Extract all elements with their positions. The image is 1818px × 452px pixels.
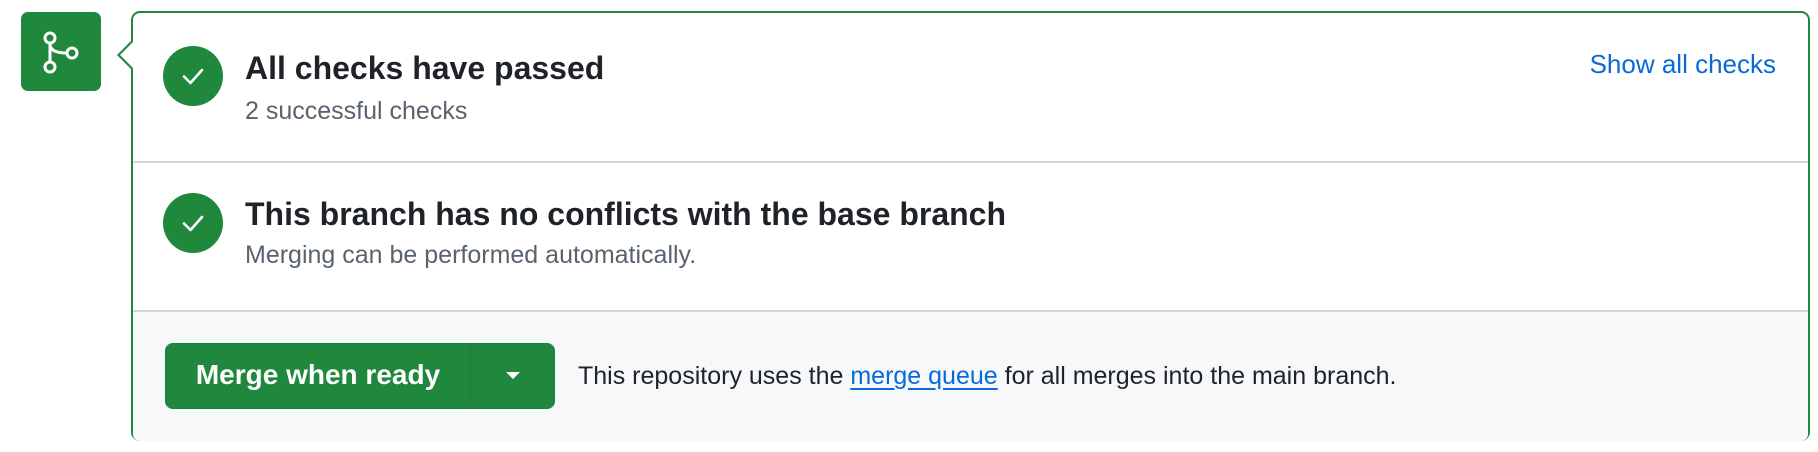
merge-when-ready-button[interactable]: Merge when ready — [166, 344, 470, 406]
merge-options-dropdown-button[interactable] — [470, 344, 554, 406]
merge-queue-info: This repository uses the merge queue for… — [578, 362, 1396, 391]
merge-info-suffix: for all merges into the main branch. — [997, 362, 1397, 390]
git-branch-icon-box — [21, 12, 101, 91]
checks-status-badge — [163, 46, 223, 106]
panel-caret-fill — [120, 41, 134, 69]
merge-box-panel: All checks have passed 2 successful chec… — [117, 11, 1810, 441]
conflicts-subtitle: Merging can be performed automatically. — [245, 241, 697, 269]
show-all-checks-link[interactable]: Show all checks — [1589, 49, 1776, 79]
merge-info-prefix: This repository uses the — [578, 362, 851, 390]
checks-subtitle: 2 successful checks — [245, 97, 468, 125]
check-icon — [182, 215, 204, 232]
conflicts-section: This branch has no conflicts with the ba… — [133, 161, 1808, 310]
triangle-down-icon — [505, 371, 520, 379]
conflicts-status-badge — [163, 193, 223, 253]
merge-section: Merge when ready This repository uses th… — [133, 310, 1808, 441]
git-branch-icon — [43, 31, 79, 73]
checks-title: All checks have passed — [245, 50, 605, 86]
checks-section: All checks have passed 2 successful chec… — [133, 13, 1808, 161]
merge-queue-link[interactable]: merge queue — [850, 362, 998, 390]
merge-button-group: Merge when ready — [165, 343, 555, 409]
check-icon — [182, 68, 204, 85]
conflicts-title: This branch has no conflicts with the ba… — [245, 196, 1007, 232]
